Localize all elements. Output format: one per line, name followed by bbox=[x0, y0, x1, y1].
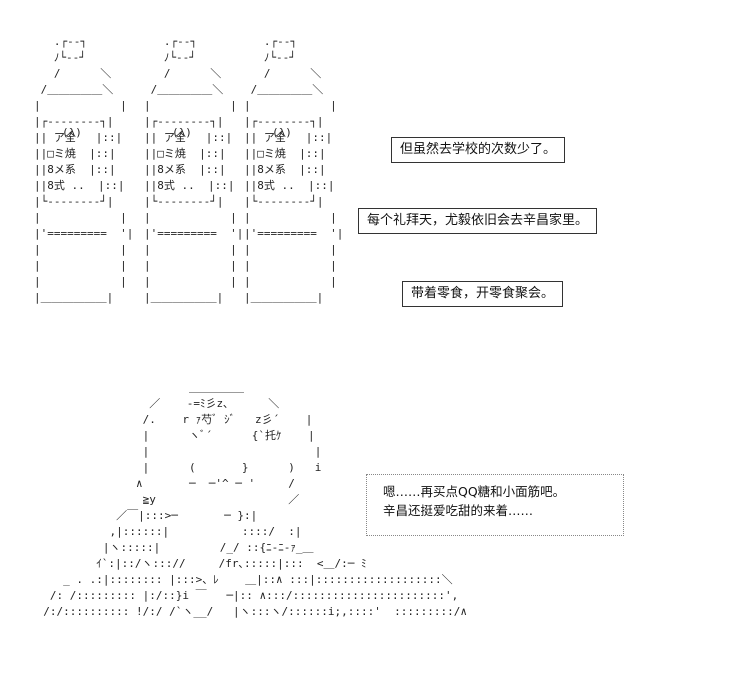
caption-1: 但虽然去学校的次数少了。 bbox=[391, 137, 566, 163]
caption-2: 每个礼拜天，尤毅依旧会去辛昌家里。 bbox=[358, 208, 598, 234]
character-art: ＿＿＿＿＿ ／ ‐=ﾐ彡z､ ＼ /. r ｧ芍ﾞ ｼﾞ z彡´ | | ヽﾞ´… bbox=[43, 381, 467, 618]
bottle-art-2: .┌‐‐┐ ﾉ└‐‐┘ / ＼ /＿＿＿＿＿＼ | | |┌‐‐‐‐‐‐‐‐┐|… bbox=[144, 35, 244, 304]
speech-line-1: 嗯……再买点QQ糖和小面筋吧。 bbox=[383, 484, 566, 499]
bottle-2-label-top: (λ) bbox=[172, 126, 192, 139]
bottle-art-1: .┌‐‐┐ ﾉ└‐‐┘ / ＼ /＿＿＿＿＿＼ | | |┌‐‐‐‐‐‐‐‐┐|… bbox=[34, 35, 134, 304]
speech-line-2: 辛昌还挺爱吃甜的来着…… bbox=[383, 503, 534, 518]
speech-bubble bbox=[366, 474, 624, 536]
bottle-1-label-top: (λ) bbox=[62, 126, 82, 139]
caption-3: 带着零食，开零食聚会。 bbox=[402, 281, 564, 307]
bottle-3-label-top: (λ) bbox=[272, 126, 292, 139]
bottle-art-3: .┌‐‐┐ ﾉ└‐‐┘ / ＼ /＿＿＿＿＿＼ | | |┌‐‐‐‐‐‐‐‐┐|… bbox=[244, 35, 344, 304]
